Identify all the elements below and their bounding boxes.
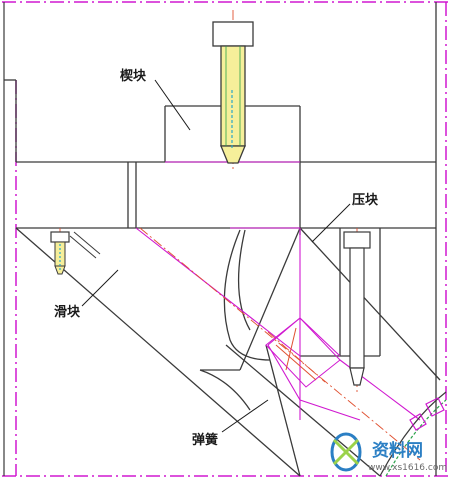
slide-curves — [199, 229, 271, 411]
gear-arc — [379, 391, 447, 477]
watermark-logo: 资料网 www.xs1616.com — [330, 432, 447, 473]
label-spring: 弹簧 — [192, 432, 218, 448]
leader-lines — [81, 79, 351, 433]
spring — [265, 317, 341, 388]
press-block-screw — [343, 231, 371, 386]
label-top-block: 楔块 — [120, 68, 147, 84]
watermark-main-text: 资料网 — [372, 440, 423, 461]
plate-outlines — [4, 2, 441, 477]
watermark-url-text: www.xs1616.com — [368, 463, 447, 473]
slide-small-screw — [50, 231, 101, 275]
top-screw — [212, 21, 254, 164]
label-slide-block: 滑块 — [54, 304, 81, 320]
label-press-block: 压块 — [352, 192, 379, 208]
